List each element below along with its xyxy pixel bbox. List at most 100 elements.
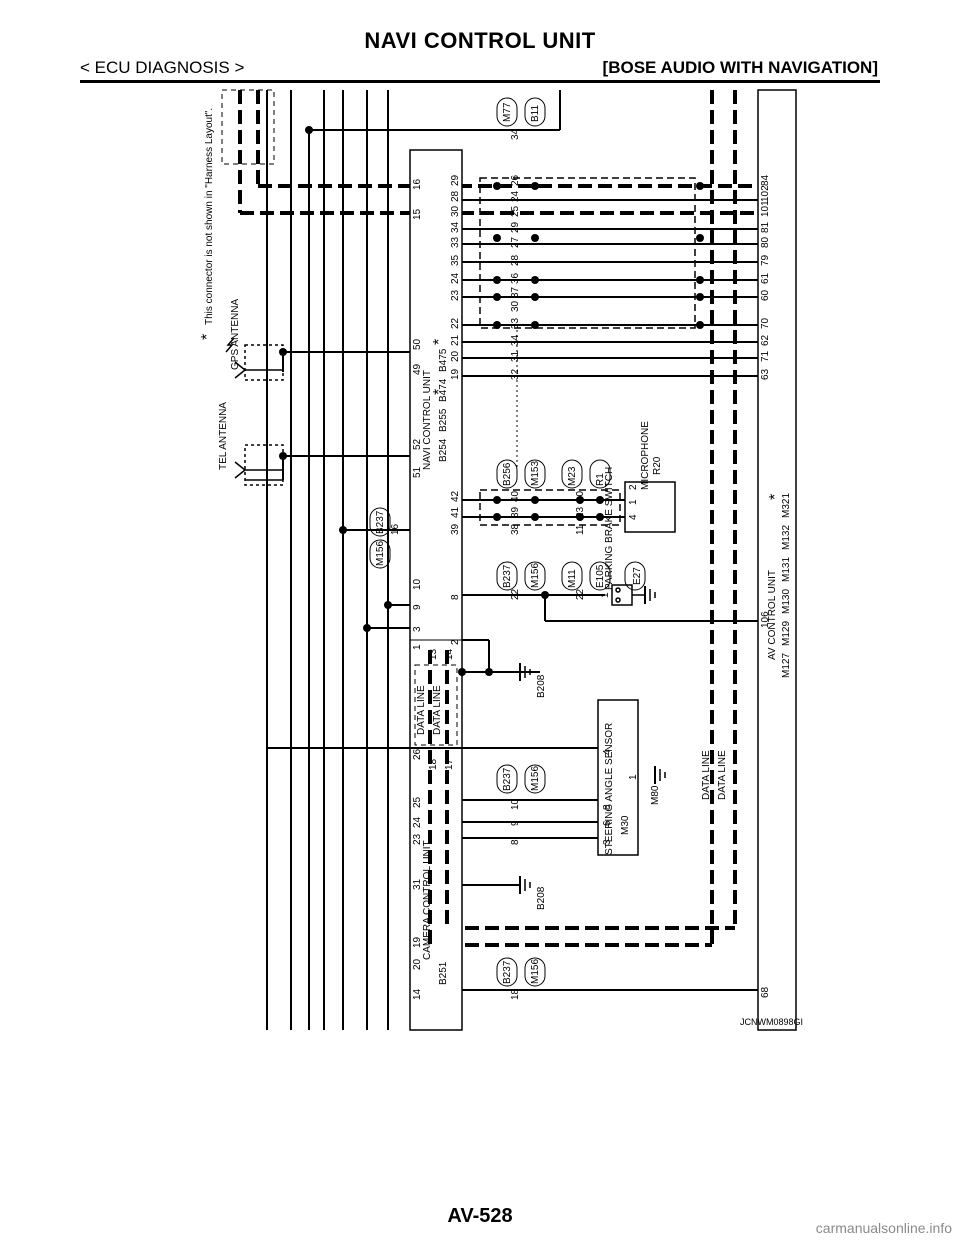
pin-label: 39 [450,523,461,535]
pin-label: 13 [428,648,439,660]
conn-m156-2: M156 [375,541,386,566]
pin-label: 31 [510,350,521,362]
pin-label: 30 [450,205,461,217]
steering-angle-sensor-box [597,699,639,856]
navi-connector-3: B474 [438,378,449,402]
pin-label: 29 [450,174,461,186]
conn-m156: M156 [530,563,541,588]
pin-label: 34 [450,221,461,233]
ground-label-m80: M80 [650,785,661,805]
pin-label: 60 [760,289,771,301]
connector-note: This connector is not shown in "Harness … [204,108,215,325]
pin-label: 79 [760,254,771,266]
pin-label: 31 [412,878,423,890]
navi-connector-1: B254 [438,438,449,462]
subsection-label: [BOSE AUDIO WITH NAVIGATION] [602,58,878,77]
pin-label: 16 [412,178,423,190]
conn-b237-2: B237 [375,510,386,534]
pin-label: 28 [450,190,461,202]
page-number: AV-528 [447,1205,513,1227]
star-mark: * [767,494,784,500]
section-label: < ECU DIAGNOSIS > [80,58,245,77]
conn-m156-3: M156 [530,766,541,791]
ground-label-b208-2: B208 [536,886,547,910]
pin-label: 34 [510,128,521,140]
pin-label: 20 [450,350,461,362]
av-connector-2: M129 [781,621,792,646]
pin-label: 16 [390,523,401,535]
pin-label: 2 [450,639,461,645]
pin-label: 33 [450,236,461,248]
conn-b237-4: B237 [502,960,513,984]
pin-label: 9 [412,604,423,610]
pin-label: 3 [412,626,423,632]
navi-connector-2: B255 [438,408,449,432]
conn-r1: R1 [595,473,606,486]
pin-label: 20 [412,958,423,970]
pin-label: 101 [760,200,771,217]
av-connector-6: M321 [781,493,792,518]
av-connector-4: M131 [781,557,792,582]
pin-label: 22 [575,588,586,600]
pin-label: 36 [510,272,521,284]
data-line-label-3: DATA LINE [701,750,712,800]
av-connector-1: M127 [781,653,792,678]
conn-m11: M11 [567,569,578,588]
pin-label: 8 [602,804,613,810]
pin-label: 8 [450,594,461,600]
conn-b237-3: B237 [502,767,513,791]
pin-label: 33 [510,317,521,329]
page-title: NAVI CONTROL UNIT [364,28,596,53]
camera-unit-label: CAMERA CONTROL UNIT [422,840,433,960]
pin-label: 63 [760,368,771,380]
pin-label: 2 [628,484,639,490]
pin-label: 49 [412,363,423,375]
ground-icon [519,875,531,895]
pin-label: 61 [760,272,771,284]
gps-antenna-label: GPS ANTENNA [230,299,241,370]
pin-label: 35 [450,254,461,266]
parking-brake-label: PARKING BRAKE SWITCH [604,467,615,590]
pin-label: 1 [600,592,611,598]
av-connector-5: M132 [781,525,792,550]
pin-label: 19 [450,368,461,380]
pin-label: 25 [510,205,521,217]
pin-label: 14 [444,648,455,660]
note-star: * [199,334,216,340]
pin-label: 41 [450,506,461,518]
parking-brake-switch-icon [611,584,645,606]
pin-label: 68 [760,986,771,998]
pin-label: 9 [510,820,521,826]
conn-m153: M153 [530,461,541,486]
pin-label: 30 [510,300,521,312]
pin-label: 24 [450,272,461,284]
pin-label: 10 [575,490,586,502]
pin-label: 18 [510,988,521,1000]
pin-label: 23 [575,506,586,518]
navi-control-unit-box [409,149,463,1031]
pin-label: 24 [510,190,521,202]
pin-label: 26 [412,748,423,760]
pin-label: 1 [628,774,639,780]
pin-label: 23 [412,833,423,845]
pin-label: 17 [444,758,455,770]
conn-e105: E105 [595,564,606,588]
data-line-label-2: DATA LINE [432,685,443,735]
pin-label: 24 [412,816,423,828]
pin-label: 6 [602,820,613,826]
av-unit-label: AV CONTROL UNIT [767,570,778,660]
pin-label: 4 [628,514,639,520]
pin-label: 19 [412,936,423,948]
header-rule [80,80,880,83]
pin-label: 106 [760,611,771,628]
data-line-label-4: DATA LINE [717,750,728,800]
navi-connector-4: B475 [438,348,449,372]
pin-label: 10 [510,798,521,810]
pin-label: 102 [760,185,771,202]
pin-label: 50 [412,338,423,350]
parking-connector: E27 [632,567,643,585]
steering-sensor-label: STEERING ANGLE SENSOR [604,723,615,855]
conn-b11: B11 [530,105,541,122]
steering-connector: M30 [620,815,631,835]
pin-label: 81 [760,221,771,233]
